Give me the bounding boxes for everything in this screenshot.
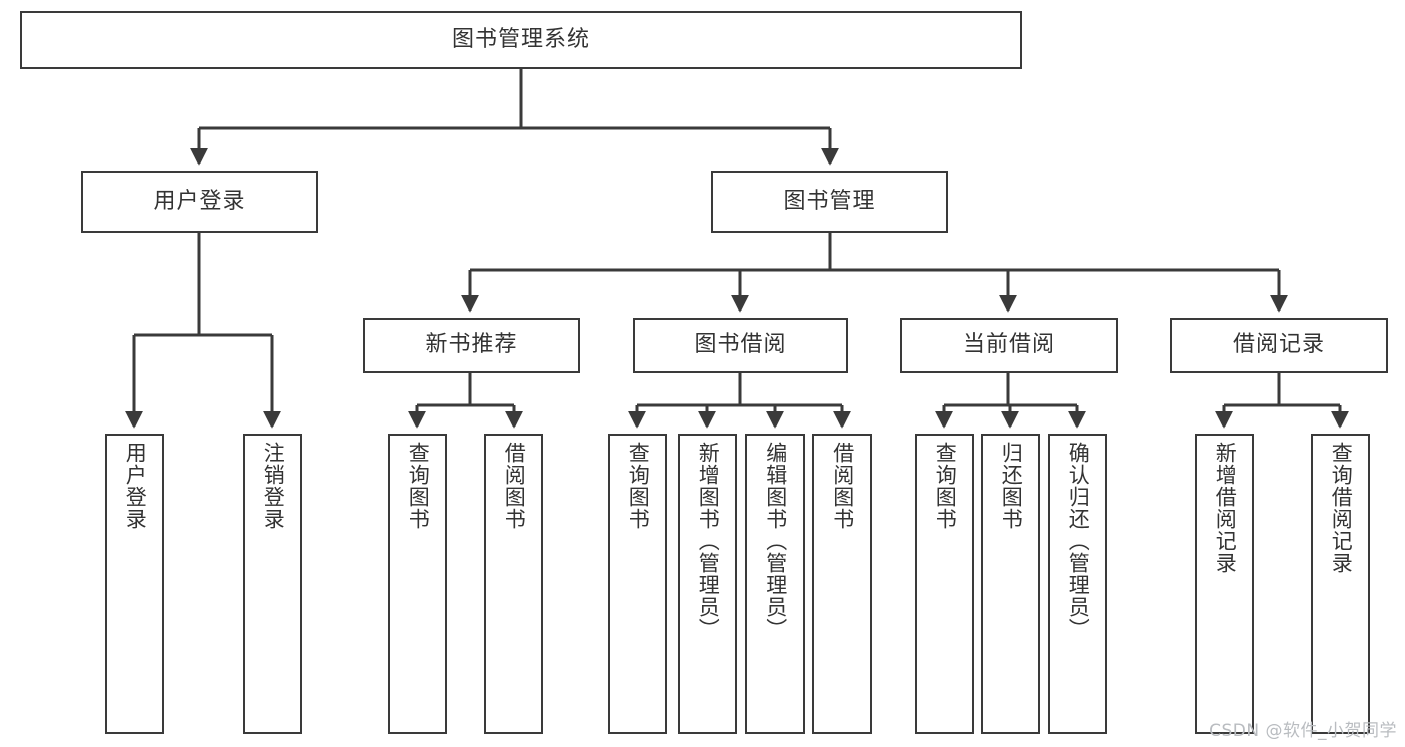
node-borrow-record[interactable]: 借阅记录 [1170,318,1388,373]
leaf-query-borrow-record[interactable]: 查询借阅记录 [1311,434,1370,734]
node-root[interactable]: 图书管理系统 [20,11,1022,69]
leaf-return-book-label: 归还图书 [999,442,1024,530]
node-book-manage-label: 图书管理 [783,188,876,214]
leaf-query-book-borrow-label: 查询图书 [626,442,651,530]
leaf-borrow-book-label: 借阅图书 [830,442,855,530]
leaf-user-login[interactable]: 用户登录 [105,434,164,734]
leaf-borrow-book[interactable]: 借阅图书 [812,434,872,734]
leaf-add-borrow-record[interactable]: 新增借阅记录 [1195,434,1254,734]
leaf-confirm-return-label: 确认归还（管理员） [1066,442,1091,640]
node-book-manage[interactable]: 图书管理 [711,171,948,233]
leaf-confirm-return[interactable]: 确认归还（管理员） [1048,434,1107,734]
csdn-watermark: CSDN @软件_小贺同学 [1209,721,1397,741]
leaf-add-book-label: 新增图书（管理员） [696,442,721,640]
leaf-logout-label: 注销登录 [261,442,286,530]
node-book-borrow-label: 图书借阅 [694,332,787,358]
leaf-query-book-borrow[interactable]: 查询图书 [608,434,667,734]
leaf-query-book-recommend[interactable]: 查询图书 [388,434,447,734]
node-user-login[interactable]: 用户登录 [81,171,318,233]
node-new-book-recommend[interactable]: 新书推荐 [363,318,580,373]
node-user-login-label: 用户登录 [153,188,246,214]
leaf-return-book[interactable]: 归还图书 [981,434,1040,734]
node-current-borrow-label: 当前借阅 [962,332,1055,358]
leaf-query-borrow-record-label: 查询借阅记录 [1329,442,1354,574]
leaf-edit-book-label: 编辑图书（管理员） [763,442,788,640]
leaf-user-login-label: 用户登录 [123,442,148,530]
node-book-borrow[interactable]: 图书借阅 [633,318,848,373]
leaf-borrow-book-recommend-label: 借阅图书 [502,442,527,530]
leaf-edit-book[interactable]: 编辑图书（管理员） [745,434,805,734]
node-root-label: 图书管理系统 [451,26,590,52]
leaf-add-borrow-record-label: 新增借阅记录 [1213,442,1238,574]
node-current-borrow[interactable]: 当前借阅 [900,318,1118,373]
node-new-book-recommend-label: 新书推荐 [425,332,518,358]
leaf-query-book-current-label: 查询图书 [933,442,958,530]
leaf-query-book-current[interactable]: 查询图书 [915,434,974,734]
leaf-query-book-recommend-label: 查询图书 [406,442,431,530]
leaf-borrow-book-recommend[interactable]: 借阅图书 [484,434,543,734]
node-borrow-record-label: 借阅记录 [1232,332,1325,358]
leaf-add-book[interactable]: 新增图书（管理员） [678,434,737,734]
leaf-logout[interactable]: 注销登录 [243,434,302,734]
